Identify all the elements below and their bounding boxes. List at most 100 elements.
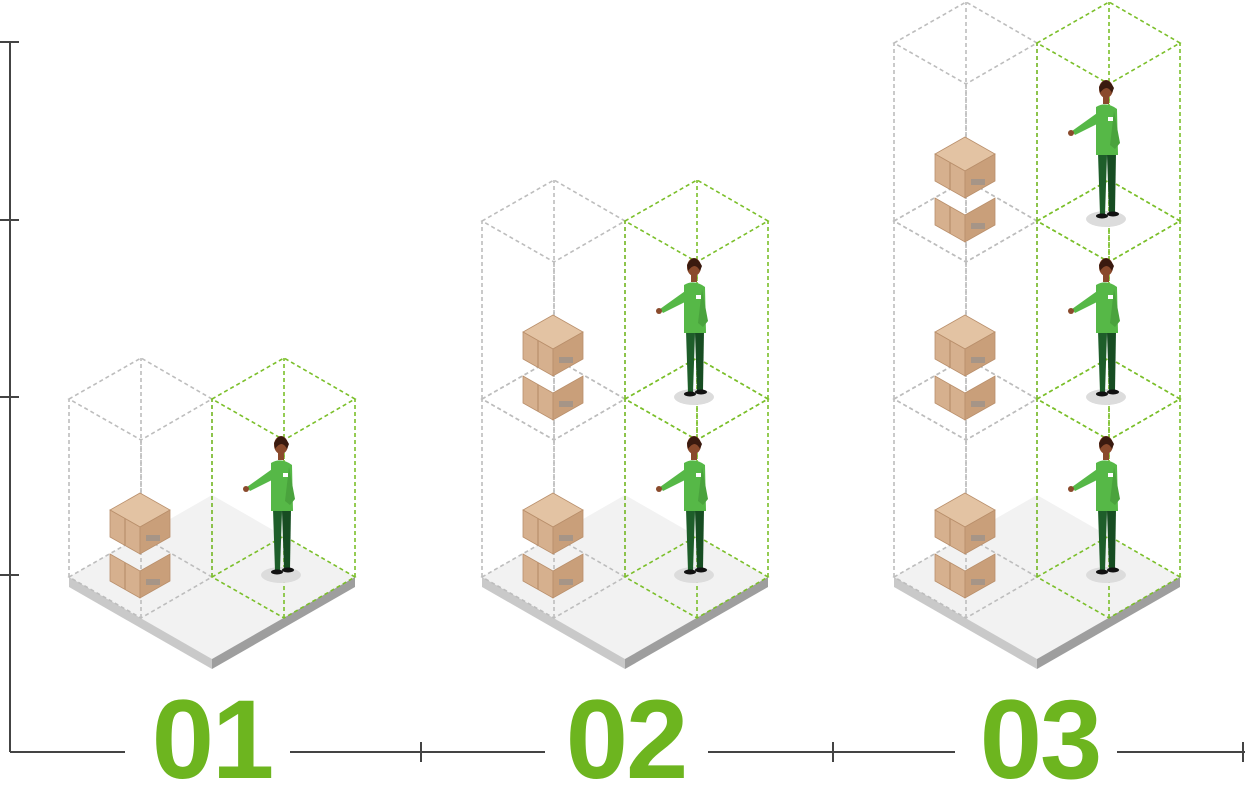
worker-hair [1099, 80, 1114, 93]
box-label [971, 535, 985, 541]
worker-neck [691, 275, 697, 282]
floor-right-face [625, 577, 768, 669]
box-label [971, 579, 985, 585]
worker-left-leg [686, 331, 695, 393]
worker-right-leg [1107, 153, 1116, 213]
worker-right-leg [1107, 509, 1116, 569]
worker-hand [656, 308, 662, 314]
worker-extended-arm [660, 289, 691, 313]
worker-hair [1099, 436, 1114, 449]
box-label [146, 579, 160, 585]
worker-left-leg [1098, 509, 1107, 571]
cardboard-box-icon [522, 314, 584, 421]
warehouse-worker-icon [1068, 258, 1126, 405]
worker-left-shoe [1096, 569, 1108, 575]
warehouse-worker-icon [656, 436, 714, 583]
worker-arm [1110, 111, 1120, 149]
worker-extended-arm [1072, 111, 1103, 135]
box-label [559, 357, 573, 363]
cardboard-box-icon [522, 492, 584, 599]
worker-shadow [1086, 567, 1126, 583]
worker-left-shoe [1096, 391, 1108, 397]
worker-hair [687, 258, 702, 271]
box-right-face [964, 375, 996, 421]
worker-right-shoe [1107, 211, 1119, 217]
box-label [559, 401, 573, 407]
box-right-face [964, 197, 996, 243]
floor-left-face [482, 577, 625, 669]
worker-left-leg [273, 509, 282, 571]
worker-left-shoe [271, 569, 283, 575]
worker-logo [1108, 117, 1113, 121]
worker-shadow [1086, 389, 1126, 405]
worker-logo [283, 473, 288, 477]
floor-left-face [69, 577, 212, 669]
worker-left-shoe [684, 391, 696, 397]
floor-right-face [212, 577, 355, 669]
worker-shadow [674, 567, 714, 583]
floor-left-face [894, 577, 1037, 669]
worker-logo [1108, 295, 1113, 299]
step-label-1: 01 [151, 677, 275, 802]
worker-extended-arm [660, 467, 691, 491]
box-label [146, 535, 160, 541]
box-right-face [964, 553, 996, 599]
box-right-face [552, 375, 584, 421]
box-right-face [552, 509, 584, 555]
floor-right-face [1037, 577, 1180, 669]
box-label [559, 535, 573, 541]
worker-neck [691, 453, 697, 460]
box-right-face [964, 153, 996, 199]
box-right-face [964, 331, 996, 377]
worker-arm [698, 467, 708, 505]
step-label-3: 03 [979, 677, 1103, 802]
unit-2 [480, 179, 770, 669]
worker-right-shoe [1107, 567, 1119, 573]
box-label [559, 579, 573, 585]
worker-arm [285, 467, 295, 505]
box-right-face [552, 331, 584, 377]
box-label [971, 179, 985, 185]
box-label [971, 401, 985, 407]
box-right-face [139, 509, 171, 555]
worker-right-shoe [1107, 389, 1119, 395]
worker-right-leg [695, 331, 704, 391]
worker-right-shoe [695, 567, 707, 573]
axes [0, 41, 1245, 762]
unit-3 [892, 1, 1182, 669]
worker-right-shoe [695, 389, 707, 395]
worker-right-leg [282, 509, 291, 569]
worker-arm [1110, 467, 1120, 505]
warehouse-worker-icon [1068, 80, 1126, 227]
worker-logo [1108, 473, 1113, 477]
worker-left-shoe [1096, 213, 1108, 219]
worker-right-leg [695, 509, 704, 569]
worker-hand [243, 486, 249, 492]
worker-neck [278, 453, 284, 460]
unit-1 [67, 357, 357, 669]
worker-shadow [674, 389, 714, 405]
worker-logo [696, 473, 701, 477]
worker-right-leg [1107, 331, 1116, 391]
warehouse-worker-icon [243, 436, 301, 583]
cardboard-box-icon [109, 492, 171, 599]
worker-neck [1103, 275, 1109, 282]
box-label [971, 357, 985, 363]
worker-shadow [261, 567, 301, 583]
worker-logo [696, 295, 701, 299]
worker-arm [698, 289, 708, 327]
warehouse-worker-icon [656, 258, 714, 405]
worker-neck [1103, 453, 1109, 460]
cardboard-box-icon [934, 136, 996, 243]
worker-hair [1099, 258, 1114, 271]
worker-left-leg [1098, 153, 1107, 215]
step-label-2: 02 [565, 677, 689, 802]
cardboard-box-icon [934, 314, 996, 421]
worker-hair [274, 436, 289, 449]
worker-hand [1068, 486, 1074, 492]
worker-left-leg [686, 509, 695, 571]
worker-left-shoe [684, 569, 696, 575]
box-right-face [552, 553, 584, 599]
